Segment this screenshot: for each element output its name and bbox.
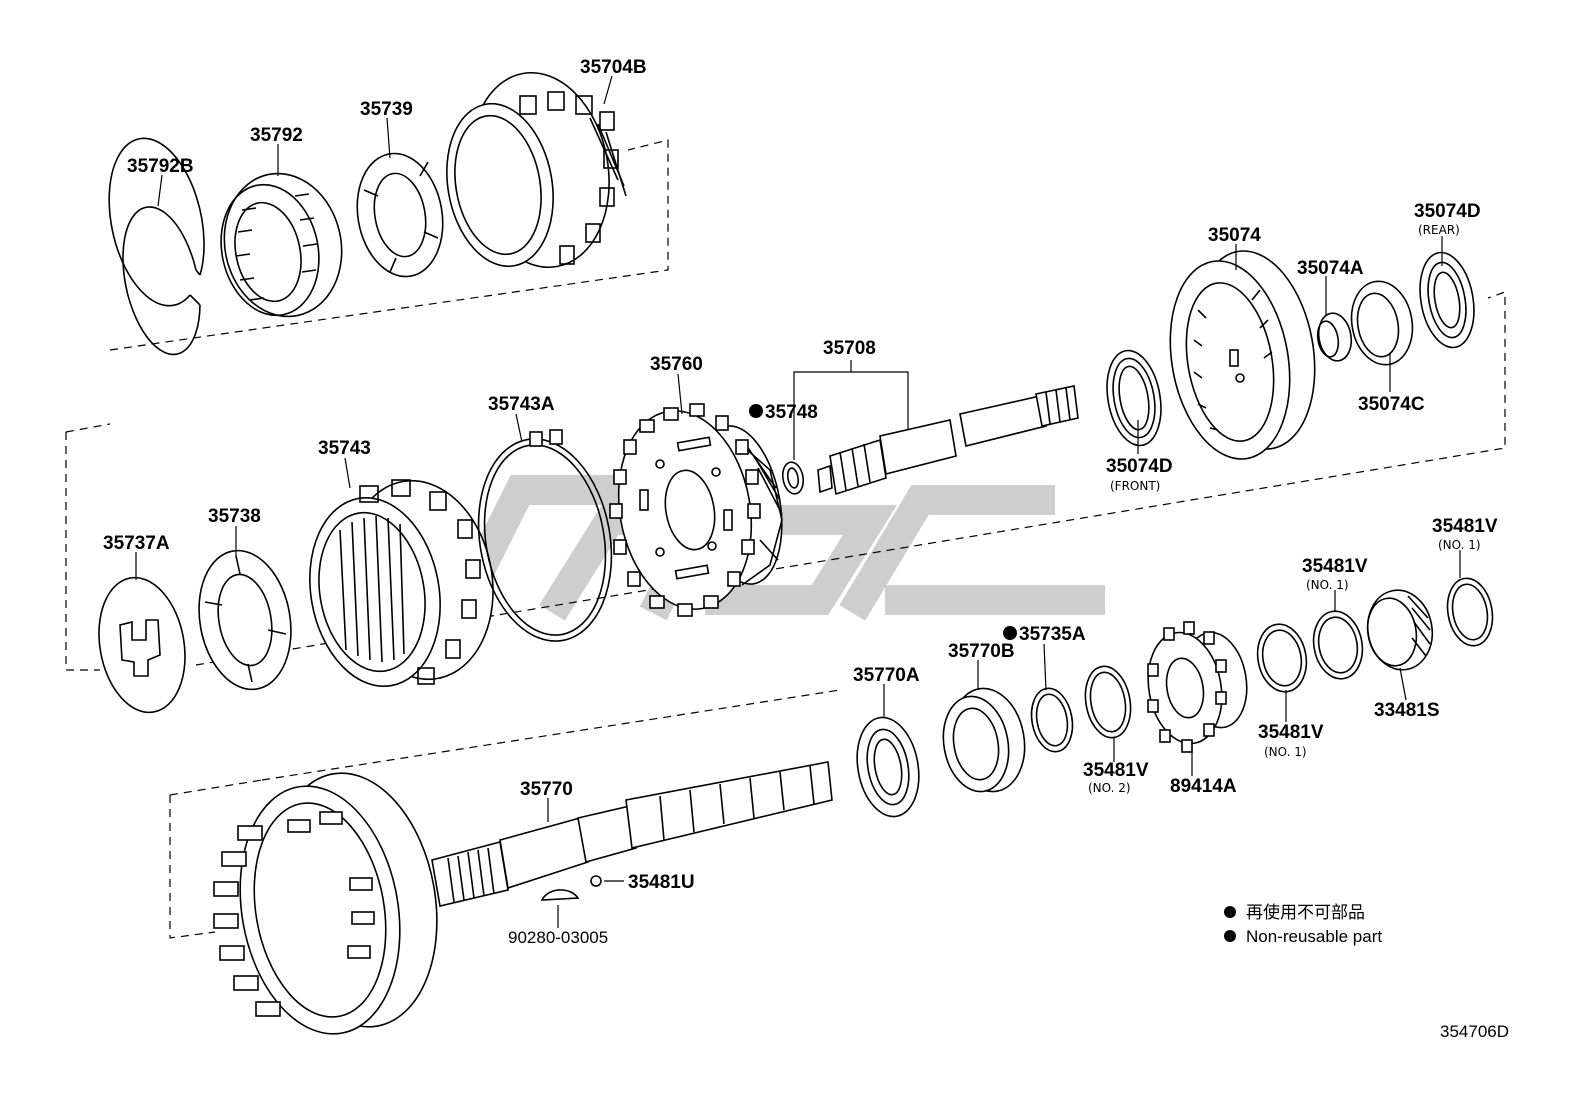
label-35074D-rear-note: (REAR): [1418, 223, 1460, 237]
snap-ring-35481V-no1-a: [1256, 623, 1308, 693]
diagram-code: 354706D: [1440, 1022, 1509, 1041]
label-35770: 35770: [520, 779, 573, 800]
clutch-drum-35743: [309, 479, 494, 688]
label-35704B: 35704B: [580, 57, 647, 78]
label-35074D-front: 35074D: [1106, 456, 1173, 477]
label-35760: 35760: [650, 354, 703, 375]
label-35074D-rear: 35074D: [1414, 201, 1481, 222]
thrust-bearing-35770A: [856, 716, 920, 818]
one-way-clutch-35792: [220, 172, 343, 318]
thrust-washer-35739: [356, 152, 444, 278]
bearing-35074A: [1316, 312, 1353, 362]
snap-ring-35792B: [108, 137, 205, 356]
legend: 再使用不可部品 Non-reusable part: [1224, 902, 1382, 946]
seal-ring-35735A: [1030, 687, 1074, 753]
snap-ring-35481V-no2: [1084, 665, 1132, 739]
legend-line-english: Non-reusable part: [1246, 927, 1382, 946]
label-35748: 35748: [765, 402, 818, 423]
gear-89414A: [1147, 621, 1248, 753]
leader-lines: [135, 75, 1461, 928]
label-33481S: 33481S: [1374, 700, 1440, 721]
non-reusable-dot-35735A: [1003, 626, 1017, 640]
label-35792: 35792: [250, 125, 303, 146]
group-outline-top: [109, 139, 669, 351]
output-shaft-35770: [213, 761, 833, 1035]
label-35481V-mid-note: (NO. 1): [1306, 578, 1349, 592]
label-35708: 35708: [823, 338, 876, 359]
group-outline-bottom: [169, 689, 841, 939]
snap-ring-35481V-no1-b: [1312, 610, 1364, 680]
ball-35481U: [590, 875, 602, 887]
label-35074A: 35074A: [1297, 258, 1364, 279]
label-35743A: 35743A: [488, 394, 555, 415]
label-35735A: 35735A: [1019, 624, 1086, 645]
label-90280-03005: 90280-03005: [508, 928, 608, 947]
race-35770B: [942, 687, 1026, 793]
label-35481V-low-note: (NO. 1): [1264, 745, 1307, 759]
label-35770A: 35770A: [853, 665, 920, 686]
label-35074D-front-note: (FRONT): [1110, 479, 1160, 493]
label-35792B: 35792B: [127, 156, 194, 177]
label-35481V-top-right-note: (NO. 1): [1438, 538, 1481, 552]
thrust-bearing-35074D-front: [1106, 349, 1162, 447]
label-35770B: 35770B: [948, 641, 1015, 662]
label-35739: 35739: [360, 99, 413, 120]
gear-33481S: [1366, 589, 1434, 671]
label-35743: 35743: [318, 438, 371, 459]
label-35481V-top-right: 35481V: [1432, 516, 1498, 537]
legend-dot-1: [1224, 906, 1236, 918]
snap-ring-35743A: [477, 429, 613, 642]
planetary-carrier-35760: [609, 403, 783, 617]
o-ring-35748: [781, 461, 805, 495]
label-35481V-no2-note: (NO. 2): [1088, 781, 1131, 795]
watermark-logo: [449, 475, 1105, 621]
intermediate-shaft-35708: [817, 385, 1079, 496]
key-90280-03005: [540, 889, 580, 901]
thrust-washer-35738: [198, 549, 292, 691]
group-outline-middle: [65, 291, 1506, 671]
part-labels: 35792B 35792 35739 35704B 35074D (REAR) …: [103, 57, 1498, 947]
label-35074: 35074: [1208, 225, 1261, 246]
ring-gear-35074: [1169, 250, 1316, 460]
snap-ring-35481V-no1-c: [1446, 577, 1494, 647]
label-35481V-no2: 35481V: [1083, 760, 1149, 781]
thrust-washer-35074C: [1350, 280, 1414, 366]
label-35481V-mid: 35481V: [1302, 556, 1368, 577]
thrust-bearing-35074D-rear: [1419, 251, 1475, 349]
label-89414A: 89414A: [1170, 776, 1237, 797]
thrust-washer-35737A: [98, 576, 186, 714]
clutch-hub-35704B: [446, 71, 627, 269]
legend-dot-2: [1224, 930, 1236, 942]
legend-line-japanese: 再使用不可部品: [1246, 902, 1365, 922]
non-reusable-dot-35748: [749, 404, 763, 418]
label-35481U: 35481U: [628, 872, 695, 893]
label-35481V-low: 35481V: [1258, 722, 1324, 743]
label-35737A: 35737A: [103, 533, 170, 554]
label-35074C: 35074C: [1358, 394, 1425, 415]
label-35738: 35738: [208, 506, 261, 527]
